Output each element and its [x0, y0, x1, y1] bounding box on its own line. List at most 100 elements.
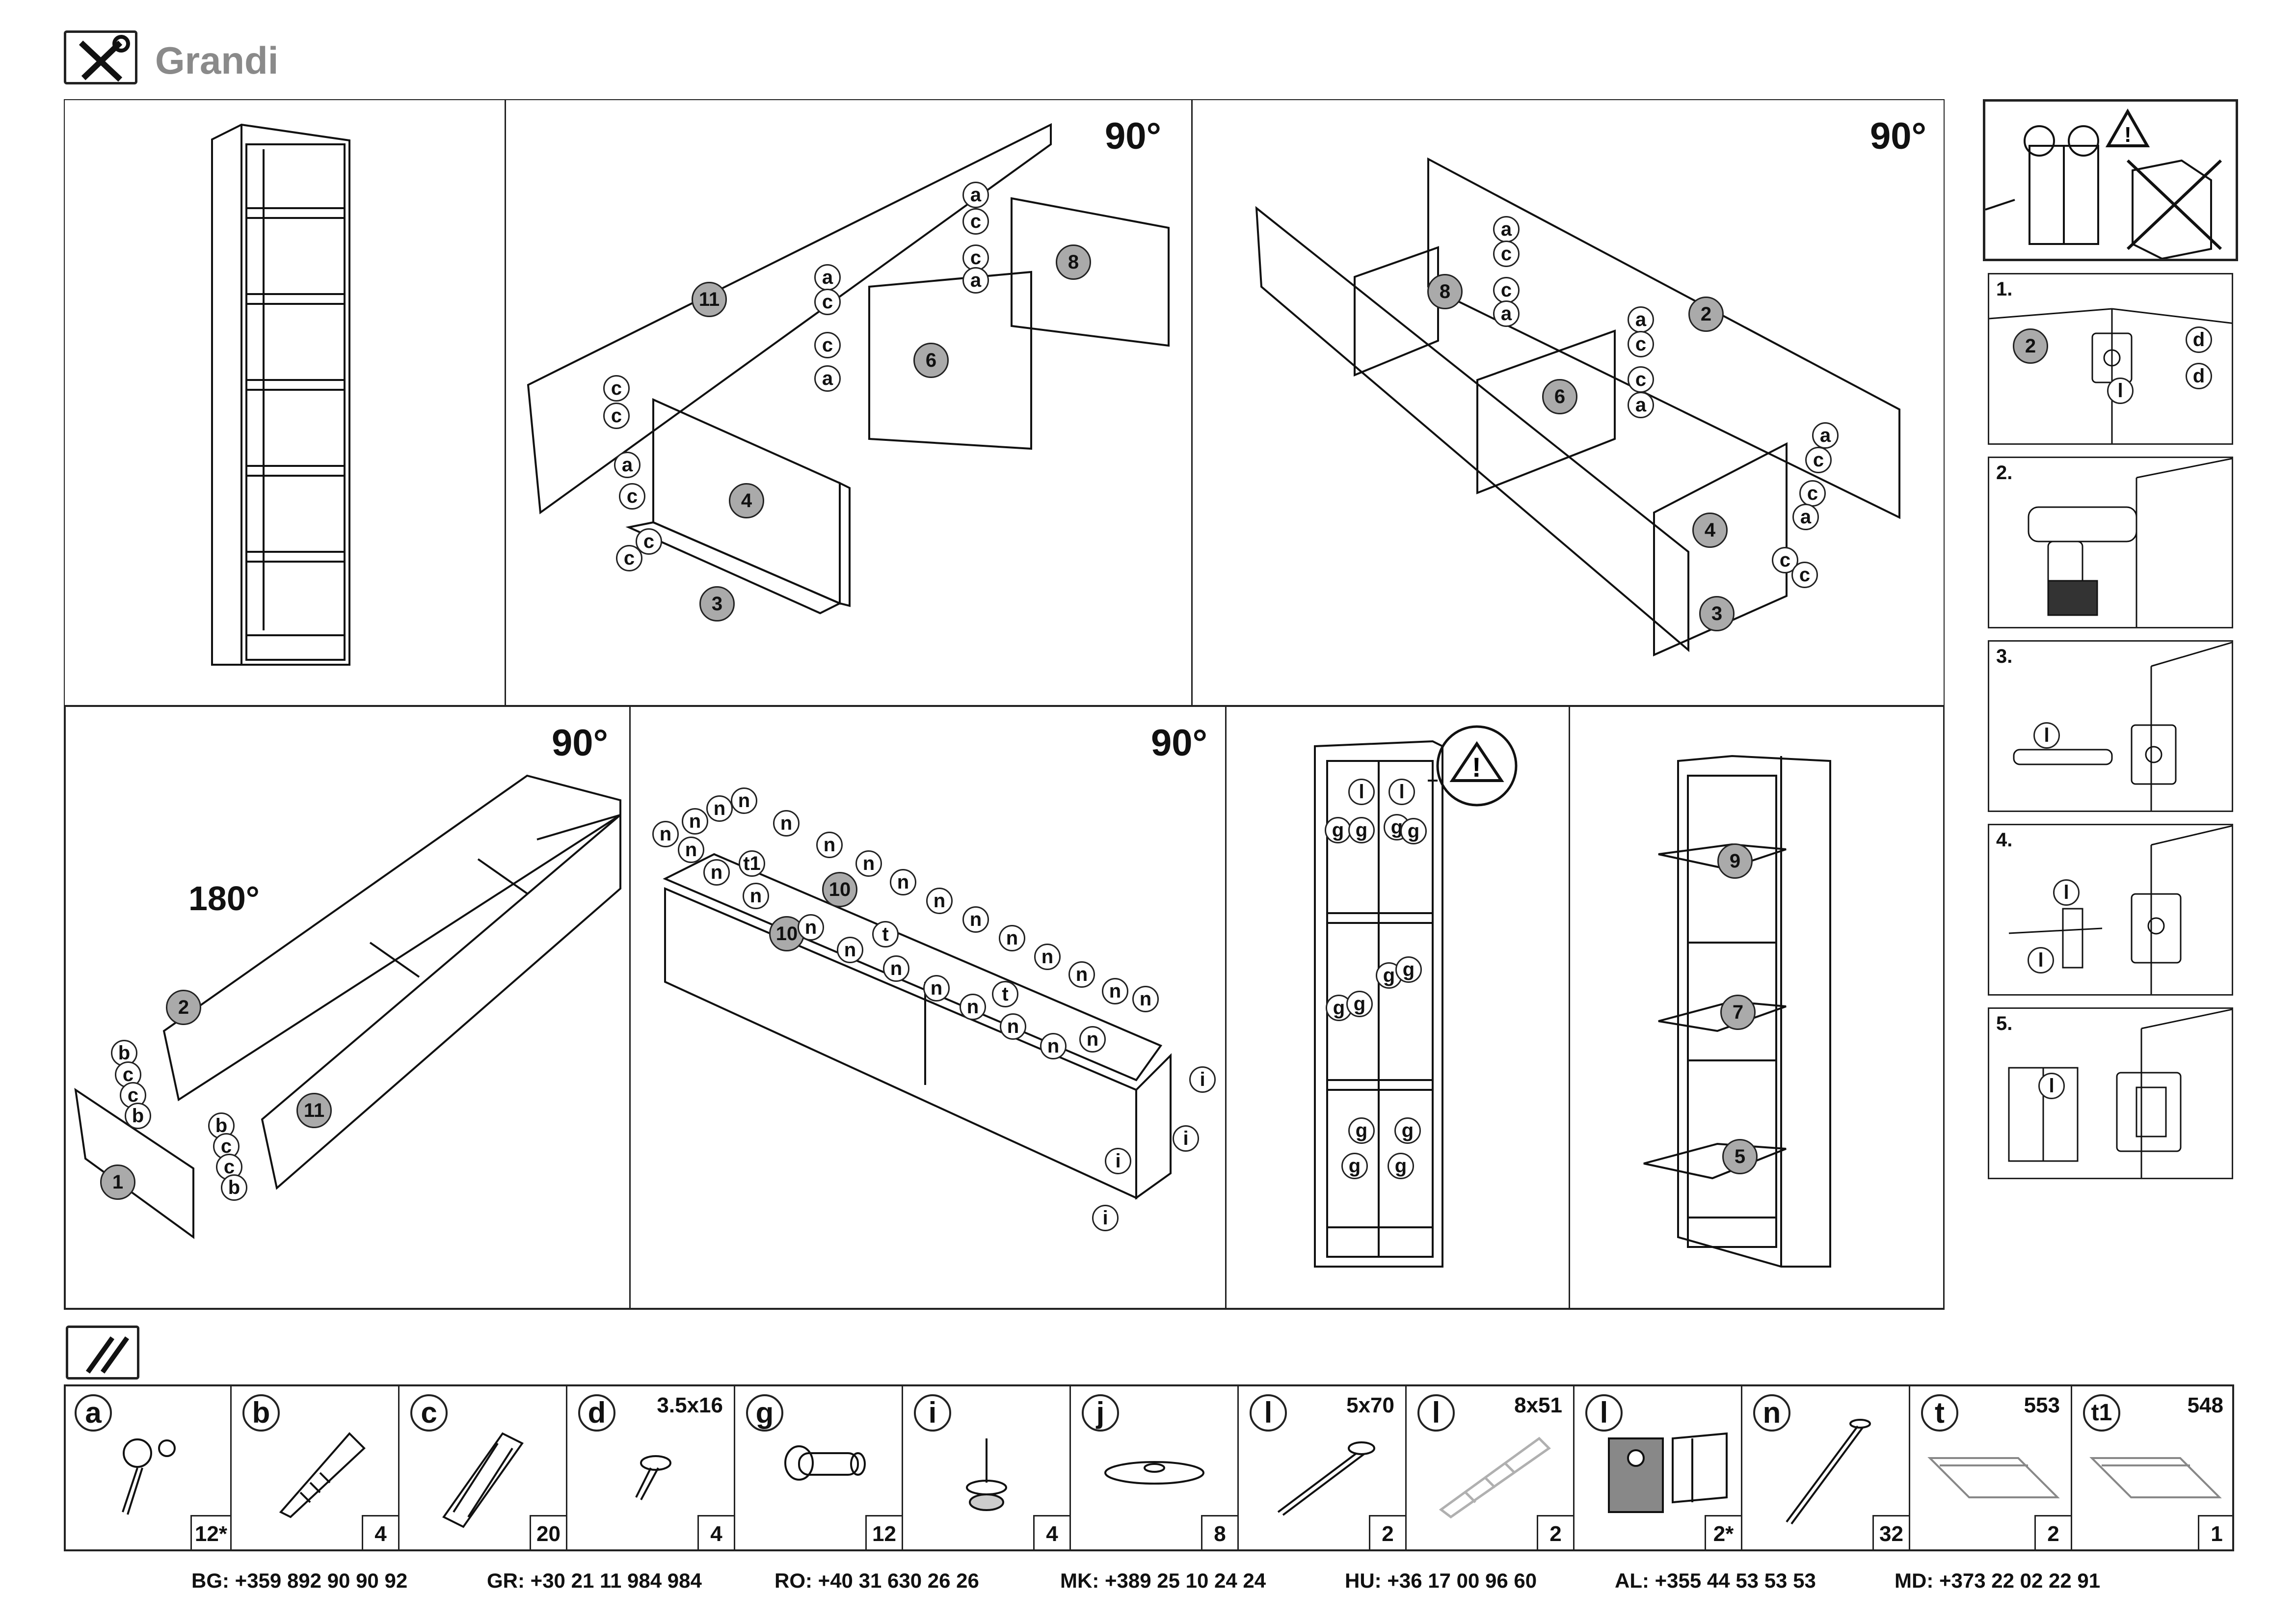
fitting-c-marker: c	[616, 545, 642, 571]
fitting-g-marker: g	[1341, 1153, 1368, 1179]
hardware-qty: 32	[1872, 1515, 1909, 1551]
part-5-marker: 5	[1722, 1139, 1758, 1174]
wall-step-3: 3. l	[1988, 640, 2233, 812]
tools-icon	[64, 30, 137, 84]
hardware-size: 3.5x16	[657, 1393, 723, 1417]
fitting-n-marker: n	[816, 832, 843, 858]
fitting-l-marker: l	[1388, 779, 1415, 805]
panel-divider	[1569, 705, 1570, 1310]
joining-strip-icon	[1927, 1457, 2060, 1498]
fitting-n-marker: n	[1079, 1026, 1106, 1053]
hardware-size: 548	[2187, 1393, 2223, 1417]
fitting-g-marker: g	[1394, 1117, 1421, 1144]
contact-item: MD: +373 22 02 22 91	[1895, 1569, 2101, 1592]
fitting-i-marker: i	[1105, 1148, 1131, 1174]
fitting-n-marker: n	[743, 883, 769, 909]
hardware-letter: n	[1753, 1394, 1790, 1432]
panel-step-side-panel-2: 90° 8 2 6 4 3 a c c a a c c a a c c a c …	[1193, 100, 1944, 705]
step-label: 2.	[1996, 462, 2013, 484]
hardware-item: l 5x70 2	[1239, 1384, 1407, 1551]
hardware-table	[64, 1384, 2234, 1551]
part-6-marker: 6	[1542, 379, 1577, 414]
step-label: 1.	[1996, 278, 2013, 300]
rotate-90-label: 90°	[552, 722, 608, 764]
fitting-c-marker: c	[1799, 480, 1826, 507]
fitting-n-marker: n	[1040, 1033, 1067, 1059]
wall-plug-icon	[1439, 1436, 1551, 1519]
part-3-marker: 3	[699, 586, 735, 622]
hardware-item: g 12	[735, 1384, 903, 1551]
step-label: 4.	[1996, 829, 2013, 851]
hardware-qty: 4	[1033, 1515, 1069, 1551]
wall-step-2: 2.	[1988, 457, 2233, 628]
fitting-c-marker: c	[1493, 241, 1520, 267]
fitting-n-marker: n	[1068, 961, 1095, 988]
hardware-qty: 12	[865, 1515, 902, 1551]
long-screw-icon	[1277, 1441, 1375, 1516]
shelf-pin-icon	[784, 1445, 866, 1481]
part-3-marker: 3	[1699, 596, 1735, 631]
part-10-marker: 10	[769, 916, 804, 951]
svg-text:!: !	[2124, 123, 2132, 147]
fitting-a-marker: c	[603, 375, 630, 402]
fitting-n-marker: n	[652, 821, 679, 847]
contact-item: MK: +389 25 10 24 24	[1060, 1569, 1266, 1592]
fitting-l-marker: l	[2038, 1073, 2065, 1099]
fitting-n-marker: n	[682, 808, 708, 835]
hardware-qty: 1	[2198, 1515, 2234, 1551]
hardware-letter: d	[578, 1394, 615, 1432]
fitting-a-marker: c	[619, 483, 645, 510]
contact-item: BG: +359 892 90 90 92	[191, 1569, 408, 1592]
hardware-item: c 20	[400, 1384, 567, 1551]
fitting-n-marker: n	[678, 837, 704, 863]
fitting-a-marker: a	[1628, 392, 1654, 418]
hardware-item: t 553 2	[1910, 1384, 2072, 1551]
hardware-item: i 4	[903, 1384, 1071, 1551]
page-title: Grandi	[155, 39, 279, 82]
cam-lock-icon	[122, 1438, 176, 1515]
panel-divider	[629, 705, 631, 1310]
fitting-n-marker: n	[703, 859, 730, 886]
hardware-qty: 20	[530, 1515, 566, 1551]
hardware-item: l 2*	[1575, 1384, 1742, 1551]
joining-strip-icon	[2089, 1457, 2222, 1498]
fitting-g-marker: g	[1388, 1153, 1414, 1179]
hardware-item: j 8	[1071, 1384, 1239, 1551]
fitting-l-marker: l	[1348, 779, 1375, 805]
nail-glide-icon	[966, 1438, 1007, 1511]
fitting-i-marker: i	[1092, 1205, 1119, 1231]
rotate-90-label: 90°	[1105, 115, 1161, 157]
fitting-n-marker: n	[926, 888, 953, 914]
fitting-i-marker: i	[1189, 1066, 1216, 1093]
screw-icon	[279, 1432, 366, 1518]
fitting-c-marker: c	[814, 289, 841, 315]
hardware-size: 553	[2024, 1393, 2060, 1417]
hardware-letter: a	[75, 1394, 112, 1432]
step-label: 5.	[1996, 1013, 2013, 1034]
hardware-qty: 2	[1537, 1515, 1573, 1551]
hardware-qty: 8	[1201, 1515, 1237, 1551]
part-11-marker: 11	[692, 282, 727, 317]
fitting-c-marker: c	[962, 208, 989, 235]
fitting-b-marker: b	[221, 1174, 247, 1201]
fitting-n-marker: n	[1000, 1013, 1026, 1040]
contact-item: GR: +30 21 11 984 984	[487, 1569, 702, 1592]
rotate-90-label: 90°	[1870, 115, 1926, 157]
fitting-i-marker: i	[1173, 1125, 1199, 1152]
fitting-b-marker: b	[125, 1103, 151, 1129]
hardware-qty: 4	[697, 1515, 734, 1551]
fitting-g-marker: g	[1346, 991, 1373, 1017]
nail-icon	[1786, 1419, 1871, 1525]
hardware-letter: i	[914, 1394, 951, 1432]
hardware-letter: j	[1082, 1394, 1119, 1432]
wall-step-1: 1. 2 d d l	[1988, 273, 2233, 445]
hardware-item: b 4	[232, 1384, 400, 1551]
wall-step-4: 4. l l	[1988, 824, 2233, 996]
fitting-a-marker: a	[1628, 306, 1654, 333]
fitting-n-marker: n	[962, 906, 989, 933]
svg-text:!: !	[1472, 752, 1481, 783]
wall-step-5: 5. l	[1988, 1007, 2233, 1179]
fitting-a-marker: a	[1493, 216, 1520, 243]
hardware-size: 8x51	[1514, 1393, 1562, 1417]
hardware-qty: 2*	[1705, 1515, 1741, 1551]
